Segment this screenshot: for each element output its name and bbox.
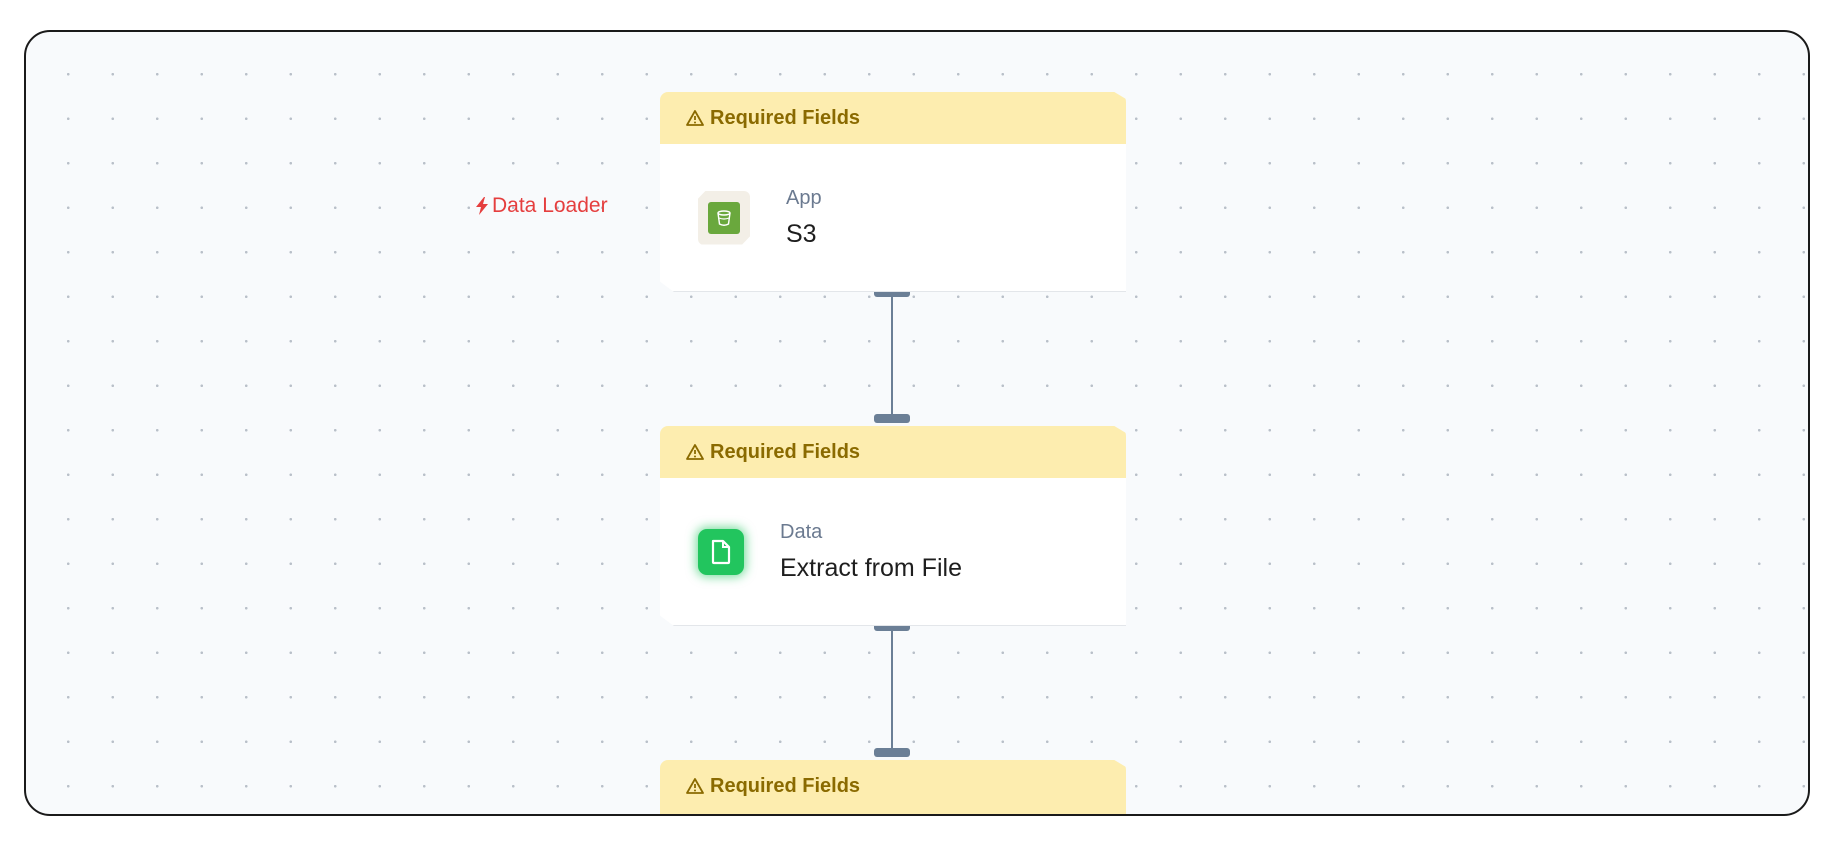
warning-icon	[686, 110, 704, 126]
output-handle[interactable]	[874, 288, 910, 297]
required-fields-banner: Required Fields	[660, 760, 1126, 814]
lightning-bolt-icon	[476, 197, 488, 215]
workflow-node-s3[interactable]: Required Fields App S3	[660, 92, 1126, 292]
node-body[interactable]: App S3	[660, 144, 1126, 292]
node-name: S3	[786, 219, 817, 248]
input-handle[interactable]	[874, 748, 910, 757]
file-icon	[698, 528, 744, 575]
node-body[interactable]: Data Extract from File	[660, 478, 1126, 626]
required-fields-text: Required Fields	[710, 106, 861, 129]
workflow-canvas[interactable]: Data Loader Required Fields	[24, 30, 1810, 816]
node-name: Extract from File	[780, 553, 962, 582]
required-fields-banner: Required Fields	[660, 92, 1126, 150]
warning-icon	[686, 778, 704, 794]
warning-icon	[686, 444, 704, 460]
node-kind: Data	[780, 520, 823, 543]
required-fields-banner: Required Fields	[660, 426, 1126, 484]
edge-extract-to-next[interactable]	[891, 626, 893, 752]
node-kind: App	[786, 186, 822, 209]
required-fields-text: Required Fields	[710, 774, 861, 797]
s3-bucket-icon	[698, 190, 750, 245]
output-handle[interactable]	[874, 622, 910, 631]
required-fields-text: Required Fields	[710, 440, 861, 463]
input-handle[interactable]	[874, 414, 910, 423]
edge-s3-to-extract[interactable]	[891, 292, 893, 418]
workflow-node-next[interactable]: Required Fields	[660, 760, 1126, 814]
workflow-node-extract-from-file[interactable]: Required Fields Data Extract from File	[660, 426, 1126, 626]
trigger-label: Data Loader	[474, 194, 608, 218]
trigger-label-text: Data Loader	[492, 194, 608, 217]
